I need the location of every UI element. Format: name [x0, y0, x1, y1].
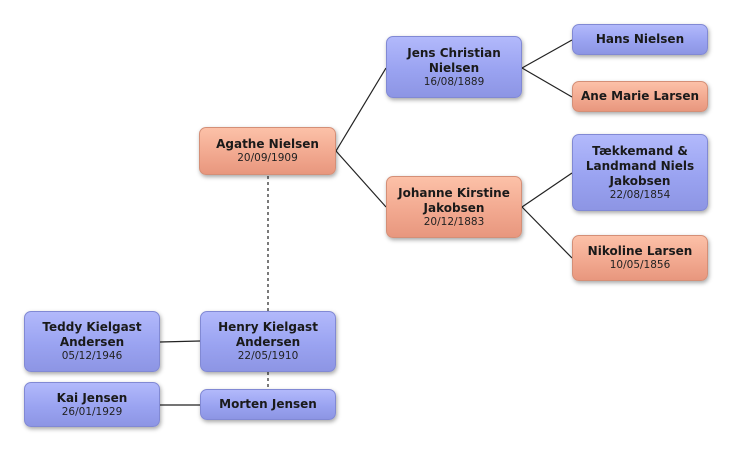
person-date: 22/05/1910 — [237, 350, 299, 362]
person-teddy-kielgast-andersen[interactable]: Teddy Kielgast Andersen 05/12/1946 — [24, 311, 160, 372]
person-name: Morten Jensen — [219, 397, 317, 411]
person-name: Hans Nielsen — [595, 32, 685, 46]
person-date: 22/08/1854 — [609, 188, 671, 201]
person-agathe-nielsen[interactable]: Agathe Nielsen 20/09/1909 — [199, 127, 336, 175]
person-date: 16/08/1889 — [423, 75, 485, 88]
line-jens-ane — [521, 67, 573, 98]
person-name: Agathe Nielsen — [216, 137, 319, 151]
line-jens-hans — [521, 39, 573, 69]
person-date: 20/12/1883 — [423, 215, 485, 228]
person-name: Tækkemand & Landmand Niels Jakobsen — [585, 143, 695, 188]
line-johanne-niels — [521, 172, 573, 208]
person-kai-jensen[interactable]: Kai Jensen 26/01/1929 — [24, 382, 160, 427]
line-agathe-johanne — [335, 150, 387, 208]
person-date: 26/01/1929 — [61, 405, 123, 418]
person-name: Johanne Kirstine Jakobsen — [398, 185, 510, 215]
person-ane-marie-larsen[interactable]: Ane Marie Larsen — [572, 81, 708, 112]
person-name: Jens Christian Nielsen — [407, 45, 501, 75]
person-name: Teddy Kielgast Andersen — [42, 320, 142, 349]
person-niels-jakobsen[interactable]: Tækkemand & Landmand Niels Jakobsen 22/0… — [572, 134, 708, 211]
person-date: 20/09/1909 — [237, 152, 298, 164]
person-name: Henry Kielgast Andersen — [218, 320, 318, 349]
person-name: Kai Jensen — [56, 390, 128, 405]
person-hans-nielsen[interactable]: Hans Nielsen — [572, 24, 708, 55]
line-johanne-nikoline — [521, 206, 573, 259]
person-name: Ane Marie Larsen — [580, 89, 700, 103]
line-agathe-jens — [335, 67, 387, 152]
person-nikoline-larsen[interactable]: Nikoline Larsen 10/05/1856 — [572, 235, 708, 281]
person-jens-christian-nielsen[interactable]: Jens Christian Nielsen 16/08/1889 — [386, 36, 522, 98]
line-teddy-henry — [159, 340, 201, 343]
person-date: 10/05/1856 — [609, 259, 671, 271]
person-date: 05/12/1946 — [61, 350, 123, 362]
person-name: Nikoline Larsen — [587, 244, 693, 258]
person-henry-kielgast-andersen[interactable]: Henry Kielgast Andersen 22/05/1910 — [200, 311, 336, 372]
person-morten-jensen[interactable]: Morten Jensen — [200, 389, 336, 420]
person-johanne-kirstine-jakobsen[interactable]: Johanne Kirstine Jakobsen 20/12/1883 — [386, 176, 522, 238]
